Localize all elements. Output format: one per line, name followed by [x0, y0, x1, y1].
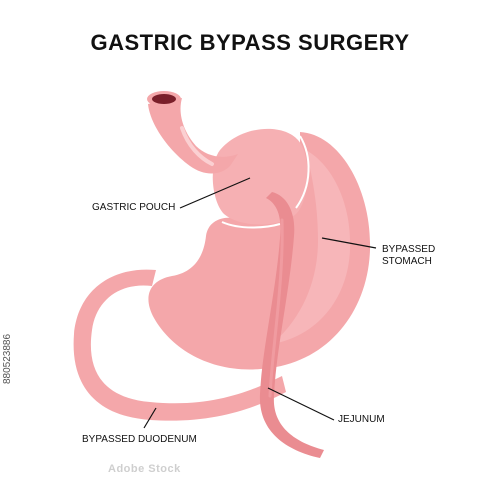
label-bypassed-duodenum: BYPASSED DUODENUM [82, 434, 197, 445]
label-gastric-pouch: GASTRIC POUCH [92, 202, 176, 213]
stock-image-id: 880523886 [2, 333, 13, 384]
leader-line-jejunum [267, 387, 335, 421]
label-bypassed-stomach: BYPASSED STOMACH [382, 244, 462, 268]
esophagus-shape [148, 98, 238, 174]
jejunum-shape [259, 192, 324, 458]
label-jejunum: JEJUNUM [338, 414, 385, 425]
staple-line-vertical [295, 135, 310, 209]
leader-line-gastric-pouch [179, 177, 251, 209]
leader-line-bypassed-stomach [321, 237, 377, 249]
label-bypassed-stomach-line1: BYPASSED [382, 244, 436, 255]
diagram-title: GASTRIC BYPASS SURGERY [90, 30, 410, 55]
leader-line-bypassed-duodenum [143, 407, 157, 429]
esophagus-highlight [180, 126, 214, 166]
bypassed-stomach-highlight [272, 150, 351, 344]
staple-line-horizontal [221, 221, 281, 229]
gastric-pouch-shape [212, 128, 308, 225]
esophagus-lumen-inner [152, 94, 176, 104]
jejunum-highlight [268, 218, 284, 398]
stock-brand-watermark: Adobe Stock [108, 463, 181, 475]
label-bypassed-stomach-line2: STOMACH [382, 256, 432, 267]
